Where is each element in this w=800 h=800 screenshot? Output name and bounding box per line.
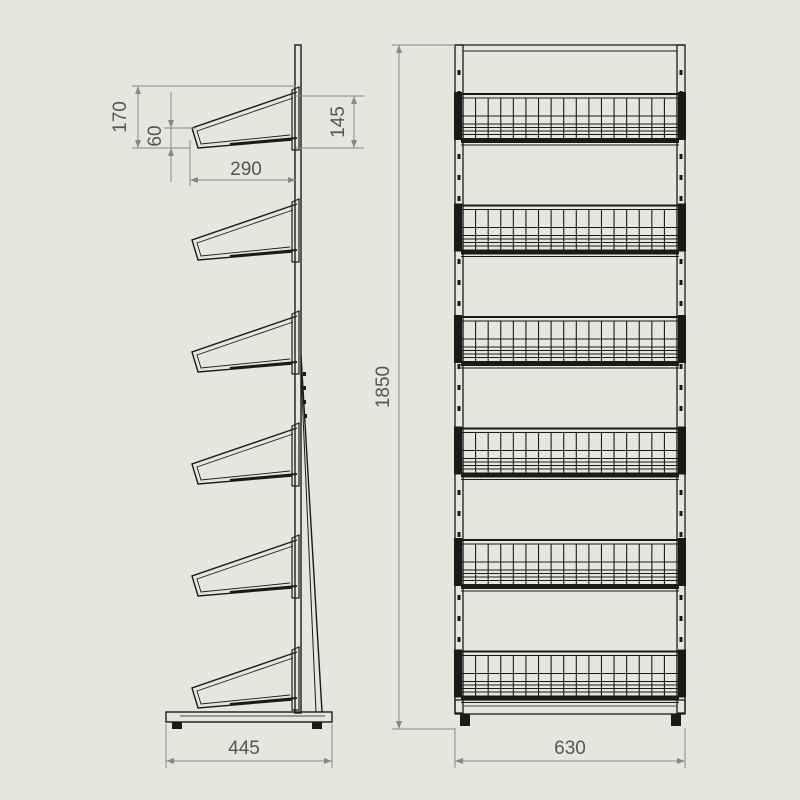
dim-basket-back-height: 145	[328, 106, 349, 138]
slot-left	[457, 259, 461, 264]
slot-right	[679, 301, 683, 306]
slot-right	[679, 595, 683, 600]
front-basket	[454, 315, 686, 369]
side-basket	[191, 310, 300, 375]
side-foot-front	[172, 722, 182, 729]
front-foot-left	[460, 714, 470, 726]
slot-left	[457, 490, 461, 495]
dim-base-depth: 445	[228, 738, 260, 759]
slot-left	[457, 364, 461, 369]
front-view-dimensions: 1850 630	[373, 44, 686, 768]
slot-left	[457, 154, 461, 159]
side-foot-rear	[312, 722, 322, 729]
slot-left	[457, 595, 461, 600]
slot-left	[457, 616, 461, 621]
dim-basket-depth: 290	[230, 159, 262, 180]
front-basket	[454, 649, 686, 703]
slot-left	[457, 301, 461, 306]
slot-left	[457, 175, 461, 180]
slot-left	[457, 385, 461, 390]
slot-right	[679, 196, 683, 201]
front-basket	[454, 538, 686, 592]
slot-left	[457, 70, 461, 75]
side-adjust-holes	[303, 372, 307, 418]
dim-basket-front-height: 60	[145, 125, 166, 146]
side-baskets	[191, 86, 300, 711]
slot-right	[679, 616, 683, 621]
side-rear-support-inner	[300, 369, 317, 713]
side-base-plate	[165, 711, 333, 723]
slot-right	[679, 70, 683, 75]
slot-right	[679, 490, 683, 495]
slot-left	[457, 511, 461, 516]
dim-width: 630	[554, 738, 586, 759]
slot-right	[679, 406, 683, 411]
side-basket	[191, 534, 300, 599]
dim-total-height: 1850	[373, 366, 394, 408]
dim-basket-rise: 170	[110, 101, 131, 133]
slot-right	[679, 259, 683, 264]
front-basket	[454, 426, 686, 480]
front-basket	[454, 203, 686, 257]
slot-right	[679, 511, 683, 516]
slot-right	[679, 532, 683, 537]
slot-right	[679, 175, 683, 180]
front-basket	[454, 92, 686, 146]
slot-right	[679, 364, 683, 369]
slot-left	[457, 637, 461, 642]
slot-right	[679, 637, 683, 642]
slot-right	[679, 154, 683, 159]
slot-right	[679, 385, 683, 390]
slot-left	[457, 280, 461, 285]
side-basket	[191, 422, 300, 487]
side-basket	[191, 198, 300, 263]
side-basket	[191, 86, 300, 151]
slot-left	[457, 532, 461, 537]
side-view	[165, 44, 333, 729]
slot-left	[457, 196, 461, 201]
slot-left	[457, 406, 461, 411]
side-basket	[191, 646, 300, 711]
front-baskets	[454, 92, 686, 703]
front-view	[454, 44, 686, 726]
slot-right	[679, 280, 683, 285]
side-view-dimensions: 170 60 145 290 445	[110, 85, 364, 768]
front-foot-right	[671, 714, 681, 726]
